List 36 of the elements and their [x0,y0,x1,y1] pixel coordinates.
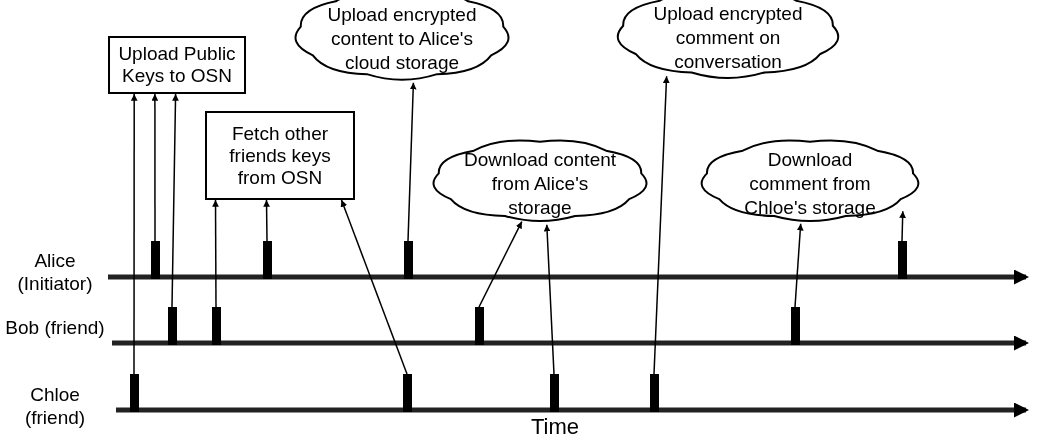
arrow [478,220,523,308]
timeline-label: Bob (friend) [4,316,106,339]
arrow [407,81,417,242]
node-text: Fetch other friends keys from OSN [228,122,332,189]
node-text: Download content from Alice's storage [462,148,618,220]
event-bar [167,307,177,345]
node-text: Upload encrypted comment on conversation [652,2,804,74]
timeline-label: Chloe (friend) [23,383,87,429]
axis-label: Time [529,414,581,440]
event-bar [549,374,559,412]
process-box [205,111,355,200]
arrow [543,223,555,375]
arrow [899,210,906,242]
event-bar [402,374,412,412]
arrow [794,222,804,308]
node-text: Upload encrypted content to Alice's cloud storage [326,3,478,75]
process-box [108,36,246,94]
event-bar [150,241,160,279]
event-bar [129,374,139,412]
arrow [263,199,270,242]
timeline-label: Alice (Initiator) [16,249,94,295]
arrow [151,93,159,242]
event-bar [790,307,800,345]
arrow [340,199,408,375]
node-text: Upload Public Keys to OSN [117,43,237,87]
event-bar [474,307,484,345]
event-bar [262,241,272,279]
node-text: Download comment from Chloe's storage [743,148,877,220]
event-bar [211,307,221,345]
arrow [171,93,179,308]
arrow [212,199,219,308]
arrow [130,93,138,375]
event-bar [897,241,907,279]
event-bar [403,241,413,279]
arrow [653,75,670,375]
event-bar [649,374,659,412]
